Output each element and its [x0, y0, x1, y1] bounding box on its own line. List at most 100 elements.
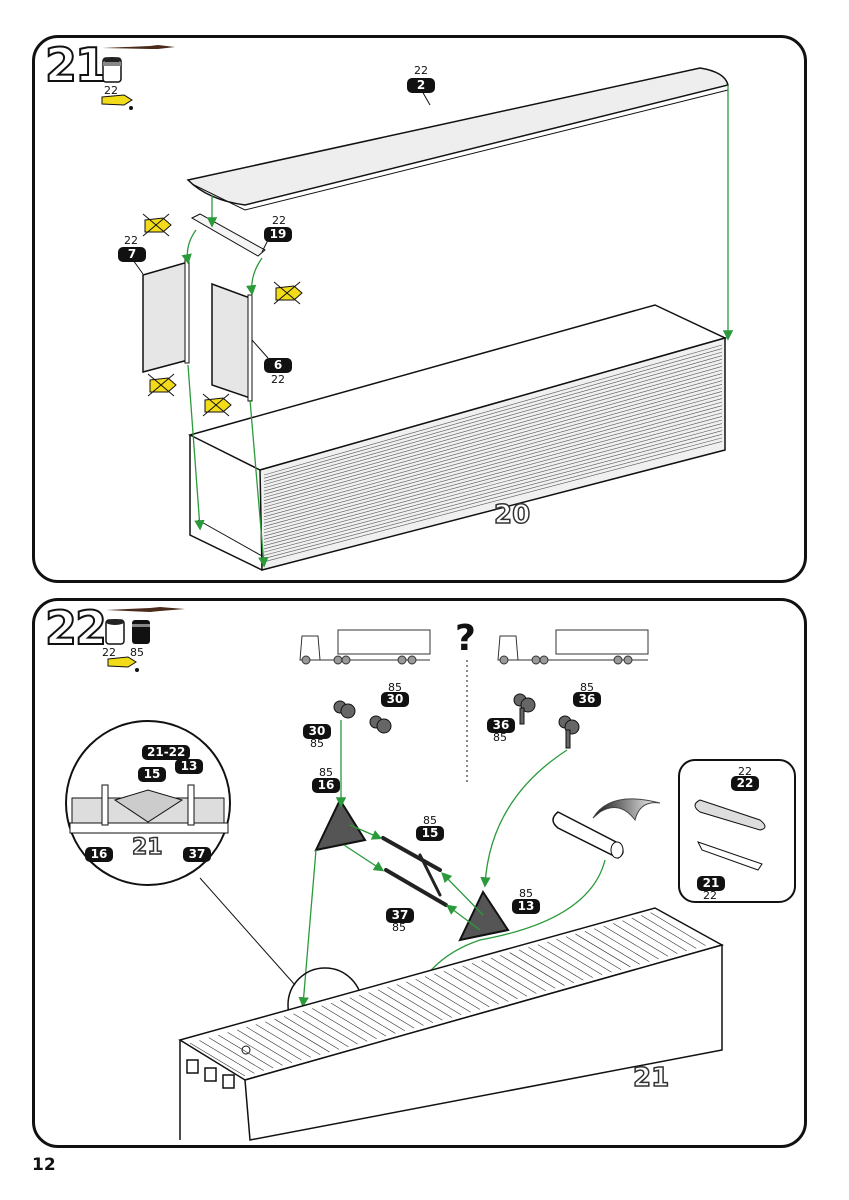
- rib-line: [302, 1010, 358, 1045]
- detail-label: 21: [131, 834, 163, 861]
- rib-line: [641, 915, 697, 949]
- rib-line: [199, 1040, 255, 1074]
- rib-line: [263, 419, 723, 543]
- no-glue-icon: [147, 373, 177, 397]
- rib-line: [263, 376, 723, 505]
- rib-line: [340, 1000, 396, 1034]
- rib-line: [263, 391, 723, 518]
- rib-line: [518, 949, 575, 984]
- rib-line: [509, 952, 565, 986]
- rib-line: [265, 1021, 321, 1055]
- roof-panel-part: [186, 67, 729, 211]
- glue-tube-icon: [107, 656, 139, 672]
- inset-part-22: [694, 799, 766, 831]
- page-number: 12: [32, 1155, 56, 1175]
- part-tag: 30: [303, 724, 331, 739]
- paint-code: 85: [319, 766, 333, 779]
- detail-callout: 16: [85, 847, 113, 862]
- no-glue-icon: [273, 281, 303, 305]
- rib-line: [255, 1024, 311, 1058]
- rib-line: [293, 1013, 349, 1047]
- rib-line: [263, 358, 723, 489]
- assembly-arrows: [181, 85, 734, 568]
- part-tag: 13: [512, 899, 540, 914]
- part-tag: 36: [487, 718, 515, 733]
- no-glue-icon: [202, 393, 232, 417]
- rib-line: [274, 1018, 330, 1053]
- rib-line: [312, 1008, 368, 1042]
- part-tag: 19: [264, 227, 292, 242]
- paint-code: 85: [519, 887, 533, 900]
- rib-line: [500, 954, 556, 989]
- rib-line: [263, 355, 723, 485]
- rib-line: [547, 941, 603, 976]
- paint-code: 22: [271, 373, 285, 386]
- step-number: 22: [44, 600, 108, 656]
- rib-line: [415, 978, 471, 1013]
- rib-line: [283, 1016, 340, 1050]
- inset-box: [678, 759, 796, 903]
- rib-line: [263, 401, 723, 527]
- rib-line: [208, 1037, 264, 1071]
- part-tag: 36: [573, 692, 601, 707]
- stand-part-16: [314, 797, 367, 852]
- paint-code: 85: [388, 681, 402, 694]
- rib-line: [575, 933, 631, 968]
- paint-code: 85: [310, 737, 324, 750]
- paint-code: 22: [124, 234, 138, 247]
- roof-slats: [189, 912, 706, 1077]
- rib-line: [236, 1029, 293, 1063]
- rib-line: [368, 992, 424, 1026]
- detail-callout: 13: [175, 759, 203, 774]
- rib-line: [453, 968, 509, 1002]
- assembly-label: 20: [493, 499, 531, 531]
- part-tag: 6: [264, 358, 292, 373]
- paint-code: 85: [392, 921, 406, 934]
- rib-line: [263, 408, 723, 534]
- rib-line: [246, 1026, 302, 1061]
- rib-line: [434, 973, 490, 1008]
- paint-code: 85: [493, 731, 507, 744]
- glue-tube-icon: [101, 94, 133, 110]
- rib-line: [556, 939, 612, 973]
- rib-line: [263, 348, 723, 479]
- rib-line: [263, 369, 723, 498]
- rib-line: [631, 917, 687, 952]
- rib-line: [406, 981, 462, 1016]
- rib-line: [565, 936, 622, 970]
- rib-line: [263, 433, 723, 556]
- assembly-label: 21: [632, 1062, 670, 1094]
- stand-part-13: [458, 889, 510, 942]
- detail-callout: 37: [183, 847, 211, 862]
- rib-line: [594, 928, 650, 962]
- rib-line: [443, 970, 499, 1005]
- rib-line: [490, 957, 546, 992]
- rib-line: [218, 1034, 274, 1069]
- paint-pot-dark-icon: [132, 620, 150, 644]
- part-tag: 15: [416, 826, 444, 841]
- rib-line: [263, 398, 723, 524]
- paint-code: 22: [738, 765, 752, 778]
- rib-line: [650, 912, 706, 946]
- rib-line: [603, 925, 659, 960]
- rib-line: [263, 383, 723, 511]
- truck-variant-b-icon: [497, 629, 649, 665]
- variant-question-mark: ?: [455, 618, 476, 659]
- paint-brush-icon: [102, 45, 175, 49]
- detail-callout: 21-22: [142, 745, 191, 760]
- rib-line: [612, 923, 669, 957]
- wheel-stop-parts: [333, 693, 580, 749]
- rib-line: [263, 412, 723, 537]
- part-tag: 22: [731, 776, 759, 791]
- paint-code: 22: [104, 84, 118, 97]
- rib-line: [528, 946, 584, 981]
- rib-line: [424, 976, 481, 1010]
- paint-code: 85: [580, 681, 594, 694]
- leader-lines: [132, 90, 431, 359]
- paint-pot-icon: [105, 619, 125, 645]
- flip-arrow-icon: [592, 798, 661, 822]
- paint-code: 22: [102, 646, 116, 659]
- paint-pot-icon: [102, 57, 122, 83]
